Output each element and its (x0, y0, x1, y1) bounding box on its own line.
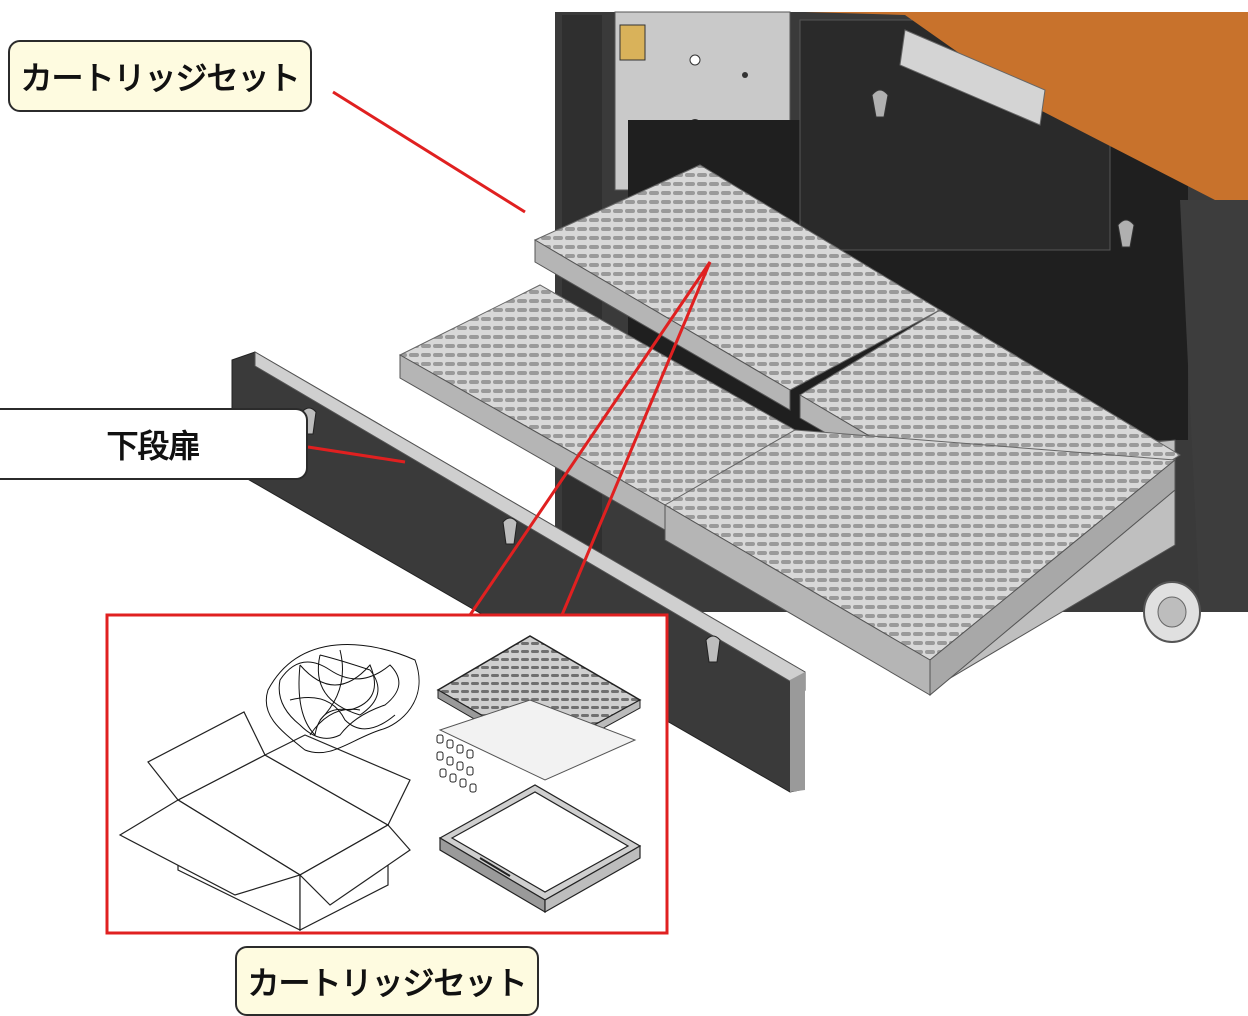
cardboard-box-illustration (118, 711, 411, 931)
filter-sheet-illustration (438, 699, 637, 781)
clip-parts-illustration (436, 734, 477, 793)
cartridge-kit-inset (105, 613, 669, 935)
leader-lines (307, 90, 712, 616)
cartridge-set-label-bottom: カートリッジセット (235, 946, 539, 1016)
cartridge-set-label-top: カートリッジセット (8, 40, 312, 112)
lower-door-label: 下段扉 (0, 408, 308, 480)
packing-material-illustration (265, 644, 420, 754)
cabinet (555, 11, 1248, 643)
filter-tray (398, 164, 1181, 697)
cartridge-frame-illustration (438, 784, 642, 914)
